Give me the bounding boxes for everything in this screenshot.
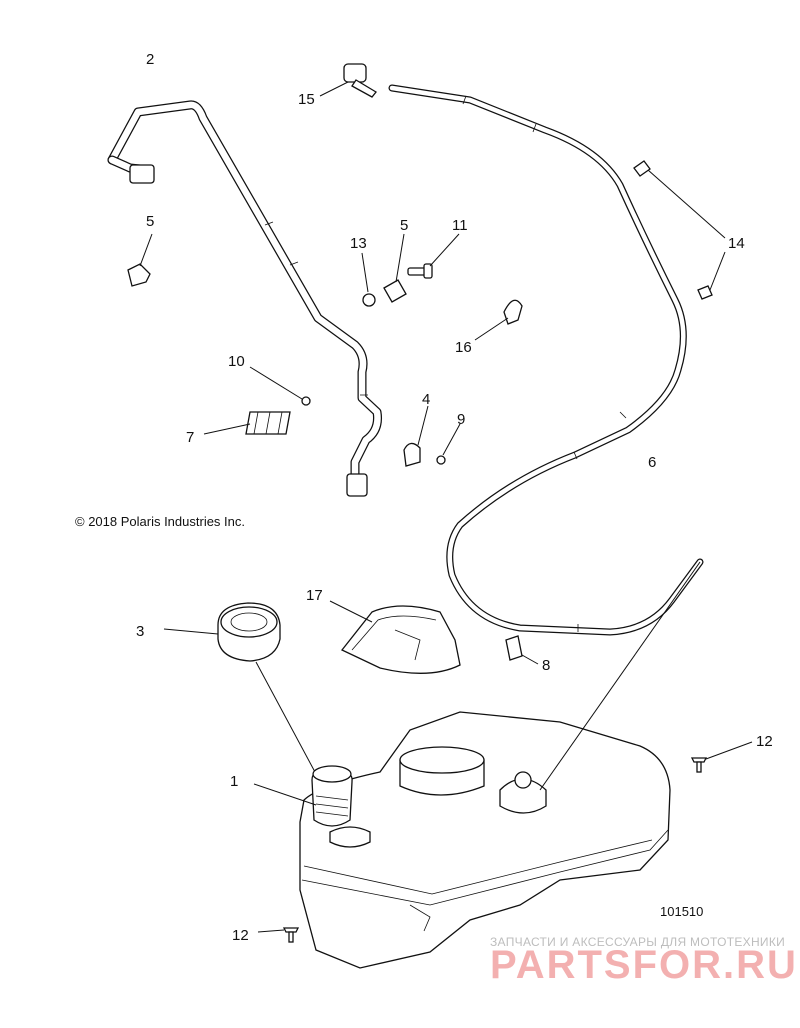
callout-12a: 12 — [756, 733, 773, 750]
copyright-notice: © 2018 Polaris Industries Inc. — [75, 514, 245, 529]
part-14-clips — [633, 160, 726, 300]
callout-4: 4 — [422, 391, 430, 408]
callout-3: 3 — [136, 623, 144, 640]
callout-5b: 5 — [400, 217, 408, 234]
callout-13: 13 — [350, 235, 367, 252]
callout-14: 14 — [728, 235, 745, 252]
callout-9: 9 — [457, 411, 465, 428]
part-3-fuel-cap — [163, 602, 331, 801]
part-10-screw — [249, 366, 311, 406]
part-4-clip — [403, 405, 429, 467]
part-2-fuel-line — [107, 100, 382, 497]
callout-5a: 5 — [146, 213, 154, 230]
part-16-bracket — [474, 299, 523, 341]
part-9-nut — [436, 423, 461, 465]
part-11-bolt — [407, 233, 460, 279]
leader-vent — [539, 561, 701, 791]
part-12-screw-right — [690, 741, 753, 773]
callout-10: 10 — [228, 353, 245, 370]
callout-15: 15 — [298, 91, 315, 108]
part-8-clip — [505, 635, 539, 665]
part-5-clip-middle — [383, 233, 407, 303]
part-12-screw-left — [257, 927, 300, 943]
part-1-fuel-tank — [253, 711, 671, 969]
callout-11: 11 — [452, 217, 468, 234]
watermark-tagline: ЗАПЧАСТИ И АКСЕССУАРЫ ДЛЯ МОТОТЕХНИКИ — [490, 935, 785, 949]
part-7-clamp — [203, 411, 291, 435]
part-6-vent-hose — [388, 84, 704, 636]
callout-8: 8 — [542, 657, 550, 674]
callout-6: 6 — [648, 454, 656, 471]
callout-17: 17 — [306, 587, 323, 604]
callout-12b: 12 — [232, 927, 249, 944]
part-13-nut — [361, 252, 376, 307]
part-5-clip-upper — [127, 233, 153, 287]
callout-1: 1 — [230, 773, 238, 790]
part-15-vent-fitting — [319, 63, 377, 98]
callout-7: 7 — [186, 429, 194, 446]
callout-2: 2 — [146, 51, 154, 68]
watermark-brand: PARTSFOR.RU — [490, 943, 798, 987]
drawing-number: 101510 — [660, 904, 703, 919]
callout-16: 16 — [455, 339, 472, 356]
part-17-heat-shield — [329, 600, 461, 674]
